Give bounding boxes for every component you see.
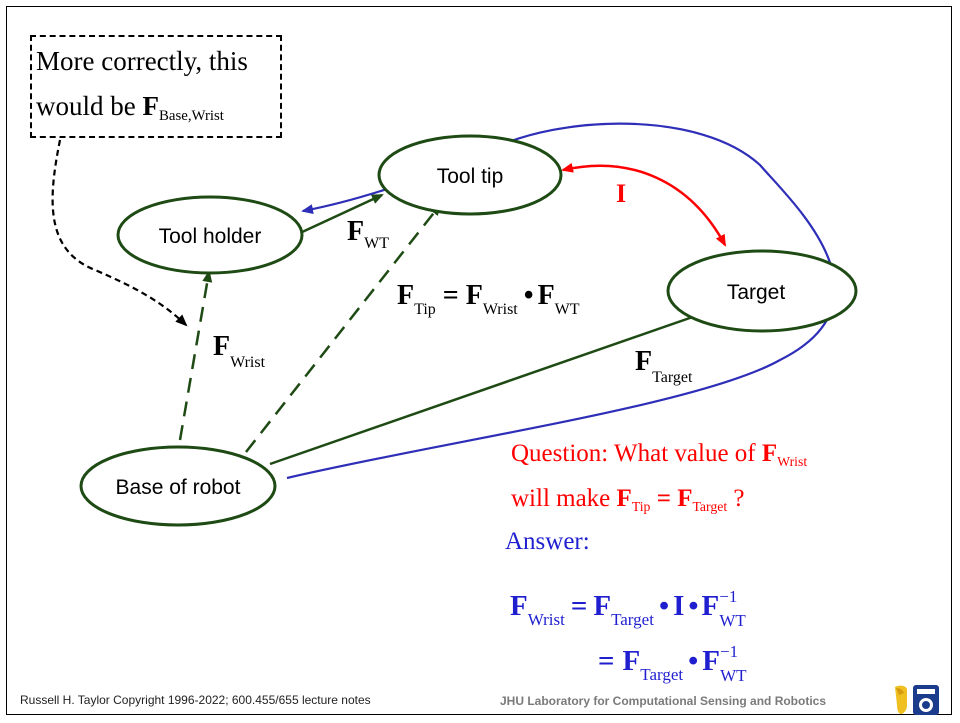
tool-holder-label: Tool holder: [159, 225, 262, 248]
target-node: [666, 249, 858, 333]
question-line-2: will make FTip = FTarget ?: [511, 485, 745, 514]
tool-tip-label: Tool tip: [437, 165, 504, 188]
note-line-2: would be FBase,Wrist: [36, 91, 224, 125]
identity-label: I: [616, 179, 626, 208]
target-label: Target: [727, 281, 786, 304]
f-wrist-label: FWrist: [213, 331, 266, 371]
f-tip-edge: [245, 203, 442, 453]
slide-frame: [6, 6, 952, 715]
f-wt-edge: [299, 193, 384, 235]
f-target-label: FTarget: [635, 346, 693, 386]
answer-label: Answer:: [505, 528, 590, 555]
f-tip-equation: FTip=FWrist•FWT: [397, 280, 580, 318]
f-target-edge: [269, 310, 709, 466]
footer-lab: JHU Laboratory for Computational Sensing…: [500, 694, 827, 708]
identity-arrow: [561, 162, 727, 247]
base-node: [79, 445, 277, 527]
note-line-1: More correctly, this: [36, 46, 248, 76]
f-wrist-edge: [178, 270, 213, 441]
question-line-1: Question: What value of FWrist: [511, 440, 808, 469]
f-wt-label: FWT: [347, 216, 389, 252]
base-label: Base of robot: [116, 476, 241, 499]
note-box: More correctly, this would be FBase,Wris…: [30, 35, 282, 138]
tool-holder-node: [116, 195, 304, 275]
footer-copyright: Russell H. Taylor Copyright 1996-2022; 6…: [20, 693, 371, 707]
note-pointer-arrow: [51, 139, 188, 327]
jhu-logo-icon: [895, 685, 939, 715]
tool-tip-node: [377, 134, 563, 216]
